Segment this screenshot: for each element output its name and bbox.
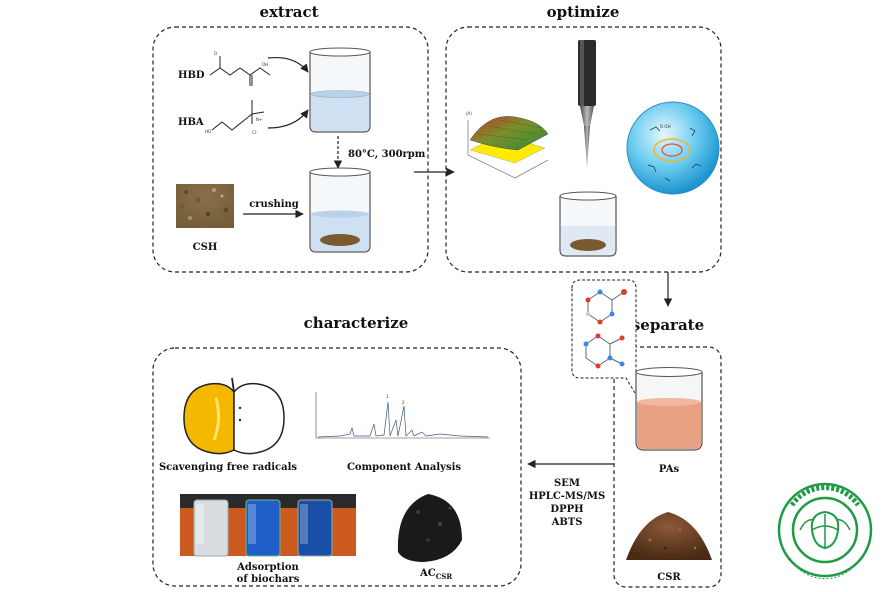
response-surface-plot: (A) [466,111,549,179]
apple-illustration [183,377,285,455]
scavenging-label: Scavenging free radicals [159,462,297,473]
extract-panel [152,26,429,273]
hba-structure [211,100,265,131]
biochar-adsorption-photo [180,494,356,557]
hbd-arrow [267,56,309,73]
svg-text:1: 1 [386,394,389,399]
svg-text:O: O [214,51,217,56]
institution-seal [777,482,873,580]
separate-panel [613,346,722,588]
adsorption-label-line1: Adsorption [236,562,299,573]
crushing-label: crushing [249,199,299,210]
hbd-structure [209,56,271,86]
heading-characterize: characterize [304,314,409,332]
heading-optimize: optimize [547,3,620,21]
heading-extract: extract [259,3,318,21]
svg-text:O OH: O OH [660,124,671,129]
pas-beaker [635,367,703,451]
method-dpph: DPPH [550,504,583,515]
method-abts: ABTS [551,517,583,528]
csr-label: CSR [657,572,681,583]
svg-text:Cl⁻: Cl⁻ [252,130,258,135]
molecule-callout [571,279,651,419]
heading-separate: separate [632,316,704,334]
optimize-panel [445,26,722,273]
characterize-panel [152,347,522,587]
ac-label: ACCSR [419,568,452,581]
methods-list: SEM HPLC-MS/MS DPPH ABTS [529,478,605,528]
csh-image [176,184,234,228]
svg-text:OH: OH [262,62,268,67]
chromatogram: 1 2 [315,392,490,439]
extraction-beaker [309,167,371,253]
csh-label: CSH [193,242,218,253]
hbd-label: HBD [178,70,205,81]
component-label: Component Analysis [347,462,461,473]
csr-powder [626,512,712,560]
condition-label: 80°C, 300rpm [348,149,426,160]
method-hplc: HPLC-MS/MS [529,491,605,502]
svg-text:N+: N+ [256,117,262,122]
des-beaker [309,47,371,133]
svg-text:2: 2 [402,400,405,405]
pas-label: PAs [659,464,680,475]
hba-label: HBA [178,117,204,128]
adsorption-label-line2: of biochars [237,574,300,585]
hba-arrow [267,109,309,129]
cavitation-sphere: O OH [626,101,720,195]
svg-text:HO: HO [205,129,211,134]
method-sem: SEM [554,478,580,489]
optimize-beaker [559,191,617,257]
activated-carbon-pile [397,494,462,562]
svg-text:(A): (A) [466,111,472,116]
ultrasonic-probe [578,40,596,168]
